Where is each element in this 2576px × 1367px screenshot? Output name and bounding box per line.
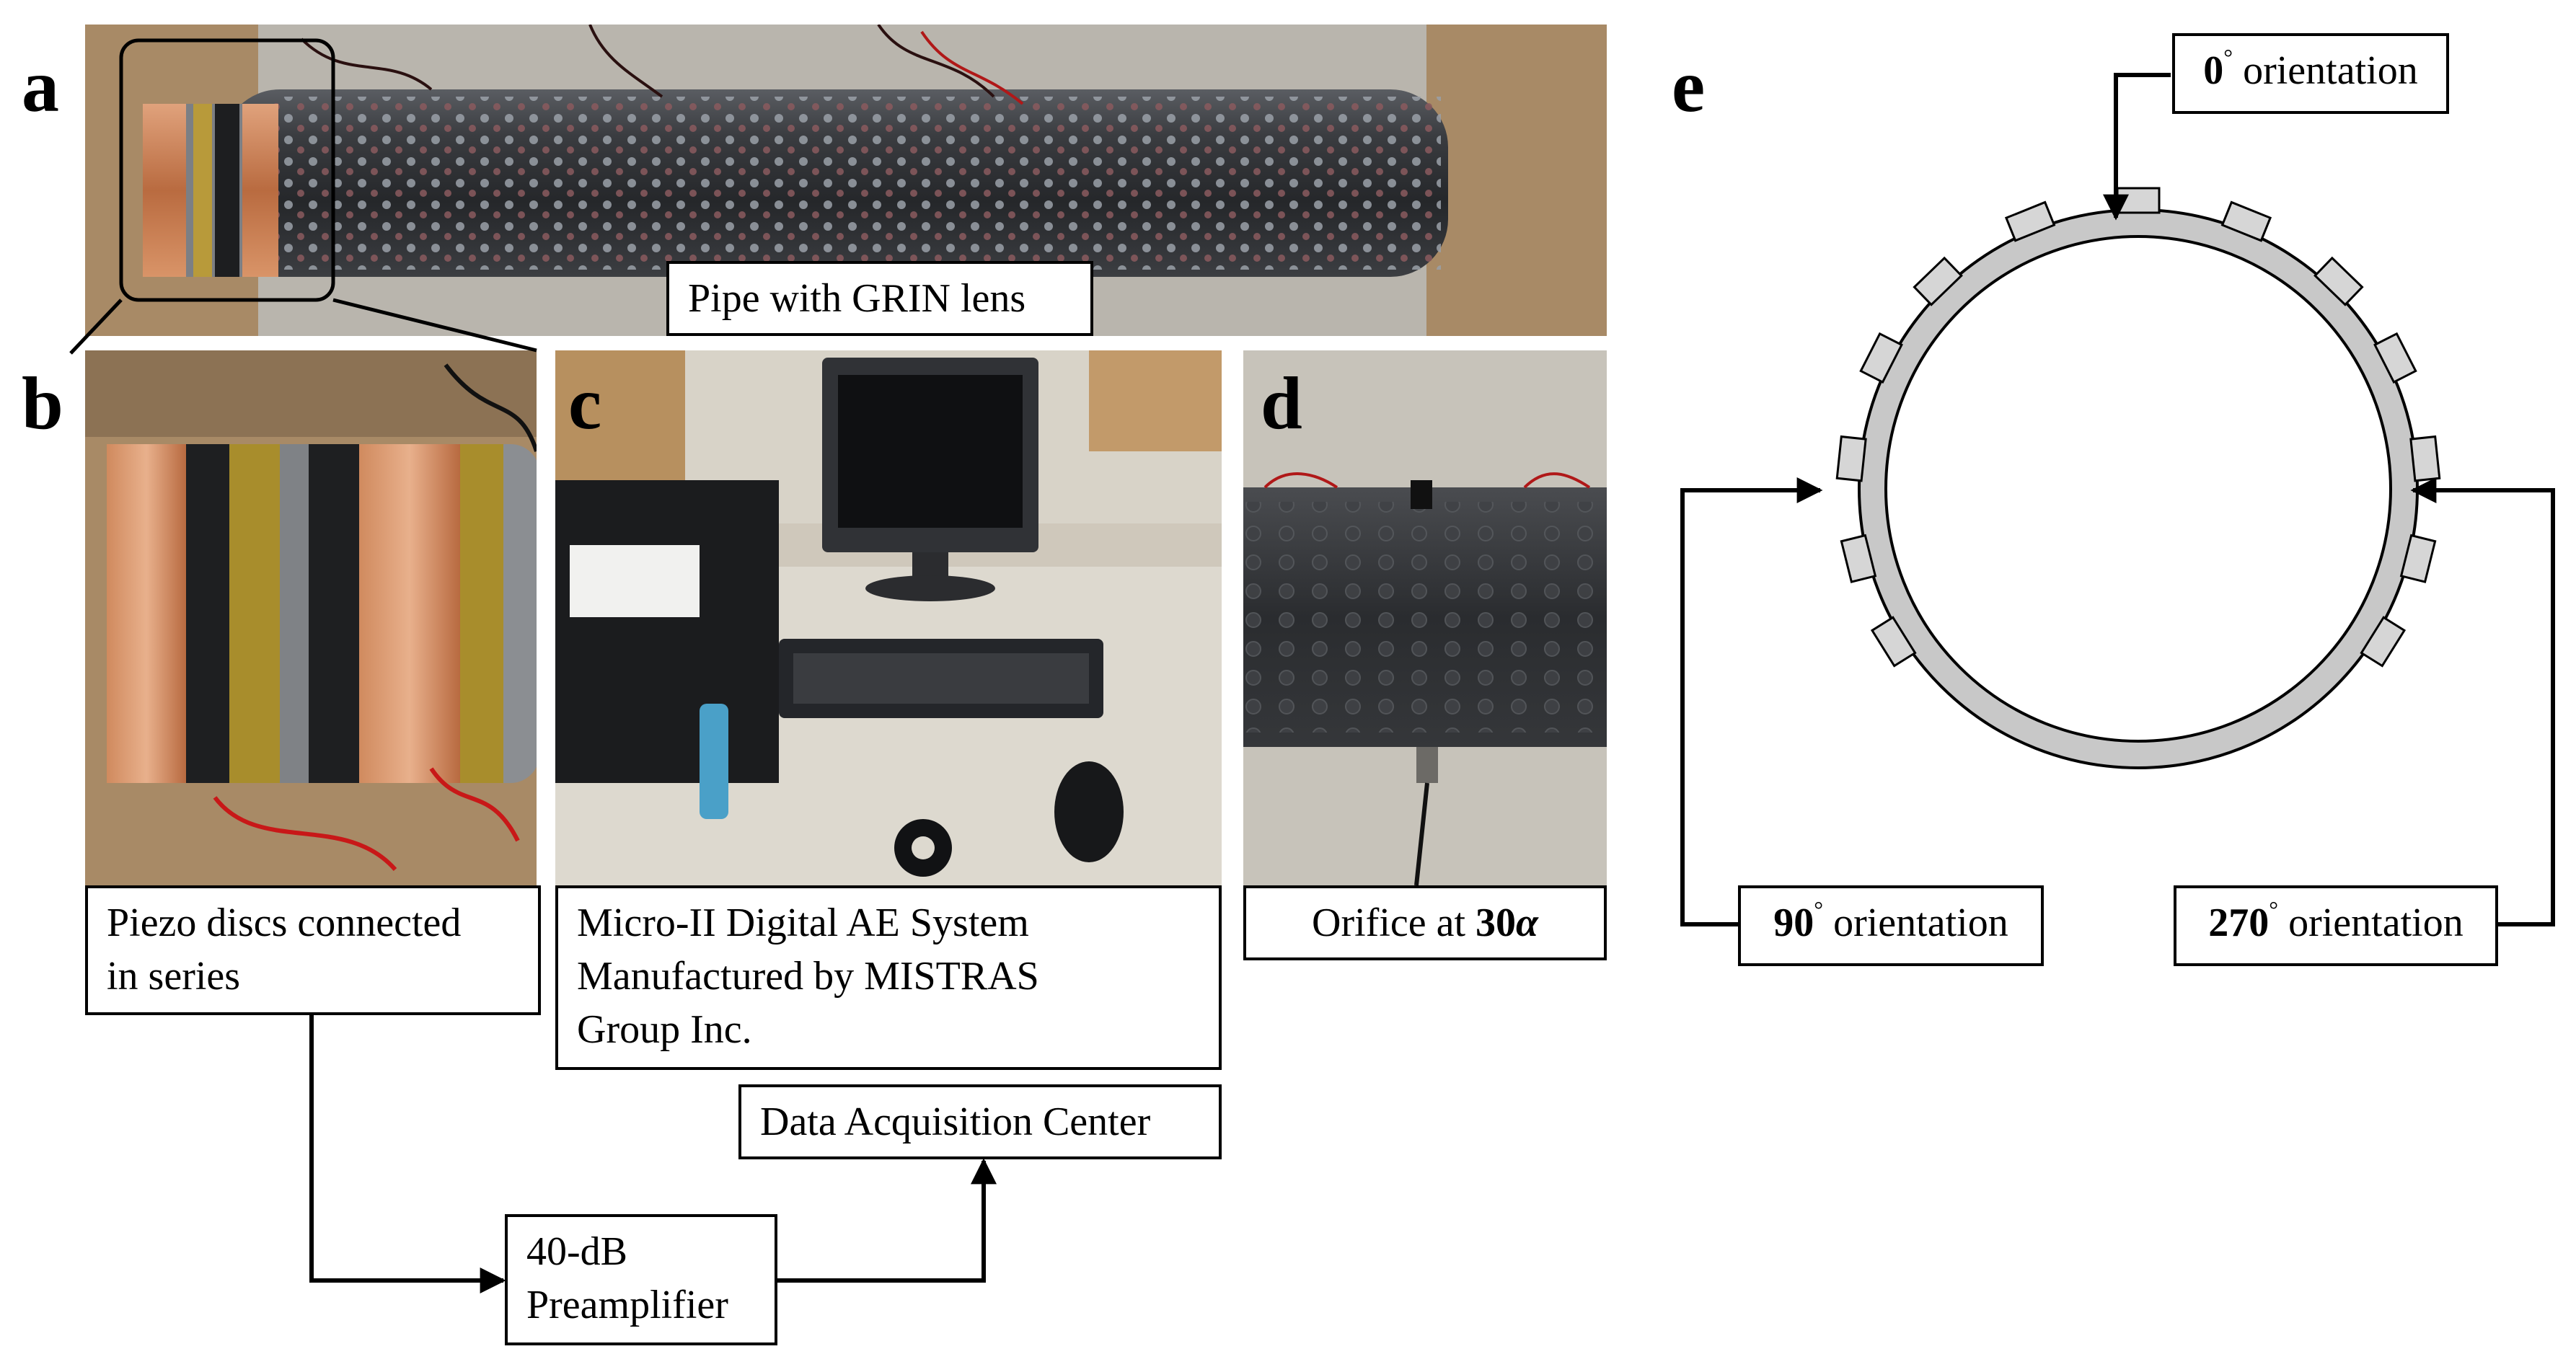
orifice-label-text: Orifice at (1312, 901, 1476, 945)
piezo-label-line2: in series (107, 953, 241, 999)
sensor-tab (2409, 435, 2441, 482)
daq-label-text: Data Acquisition Center (760, 1100, 1151, 1144)
system-label-line1: Micro-II Digital AE System (577, 901, 1029, 945)
degree-symbol: ° (2269, 896, 2279, 922)
preamp-label-line1: 40-dB (526, 1229, 627, 1274)
panel-letter-b: b (22, 362, 63, 445)
preamp-label-line2: Preamplifier (526, 1282, 728, 1327)
piezo-photo (85, 350, 537, 885)
degree-symbol: ° (1814, 896, 1824, 922)
system-label-line2: Manufactured by MISTRAS (577, 953, 1039, 999)
panel-letter-e: e (1672, 45, 1706, 128)
panel-letter-d: d (1261, 362, 1302, 445)
pipe-bore (1884, 235, 2392, 743)
system-label: Micro-II Digital AE System Manufactured … (555, 885, 1222, 1070)
orientation-word: orientation (2233, 48, 2418, 93)
orifice-photo (1243, 350, 1607, 885)
orientation-word: orientation (2278, 901, 2463, 945)
panel-letter-c: c (568, 362, 602, 445)
system-label-line3: Group Inc. (577, 1007, 752, 1052)
orientation-270-label: 270° orientation (2174, 885, 2498, 966)
pipe-label: Pipe with GRIN lens (666, 261, 1093, 336)
piezo-to-preamp-arrow (309, 1015, 506, 1293)
sensor-tab (2004, 200, 2056, 242)
orientation-90-value: 90 (1773, 901, 1814, 945)
sensor-tab (2373, 332, 2417, 384)
pipe-label-text: Pipe with GRIN lens (688, 276, 1026, 321)
panel-letter-a: a (22, 45, 59, 128)
piezo-label-line1: Piezo discs connected (107, 901, 462, 945)
orifice-angle-value: 30 (1476, 901, 1516, 945)
sensor-tab (2360, 616, 2407, 668)
degree-symbol: ° (2223, 44, 2233, 70)
orientation-0-value: 0 (2203, 48, 2224, 93)
pipe-wall (1858, 208, 2419, 769)
preamp-label: 40-dB Preamplifier (505, 1214, 777, 1345)
orifice-label: Orifice at 30α (1243, 885, 1607, 960)
orientation-0-arrow (2103, 73, 2171, 221)
sensor-tab (2399, 534, 2437, 583)
orientation-word: orientation (1823, 901, 2008, 945)
sensor-tab (1840, 534, 1877, 583)
orientation-90-label: 90° orientation (1738, 885, 2044, 966)
sensor-ring (1835, 187, 2441, 668)
pipe-cross-section (1835, 187, 2441, 769)
sensor-tab (1835, 435, 1867, 482)
orientation-0-label: 0° orientation (2172, 33, 2449, 114)
piezo-label: Piezo discs connected in series (85, 885, 541, 1015)
orientation-90-arrow (1680, 477, 1823, 926)
orifice-angle-symbol: α (1516, 901, 1538, 945)
sensor-tab (1859, 332, 1903, 384)
sensor-tab (1870, 616, 1917, 668)
preamp-to-daq-arrow (776, 1158, 997, 1283)
orientation-270-value: 270 (2208, 901, 2270, 945)
sensor-tab (2313, 256, 2364, 306)
orientation-270-arrow (2410, 477, 2555, 926)
daq-label: Data Acquisition Center (738, 1084, 1222, 1159)
sensor-tab (1913, 256, 1963, 306)
sensor-tab (2220, 200, 2272, 242)
acquisition-system-photo (555, 350, 1222, 885)
sensor-tab (2116, 187, 2161, 214)
